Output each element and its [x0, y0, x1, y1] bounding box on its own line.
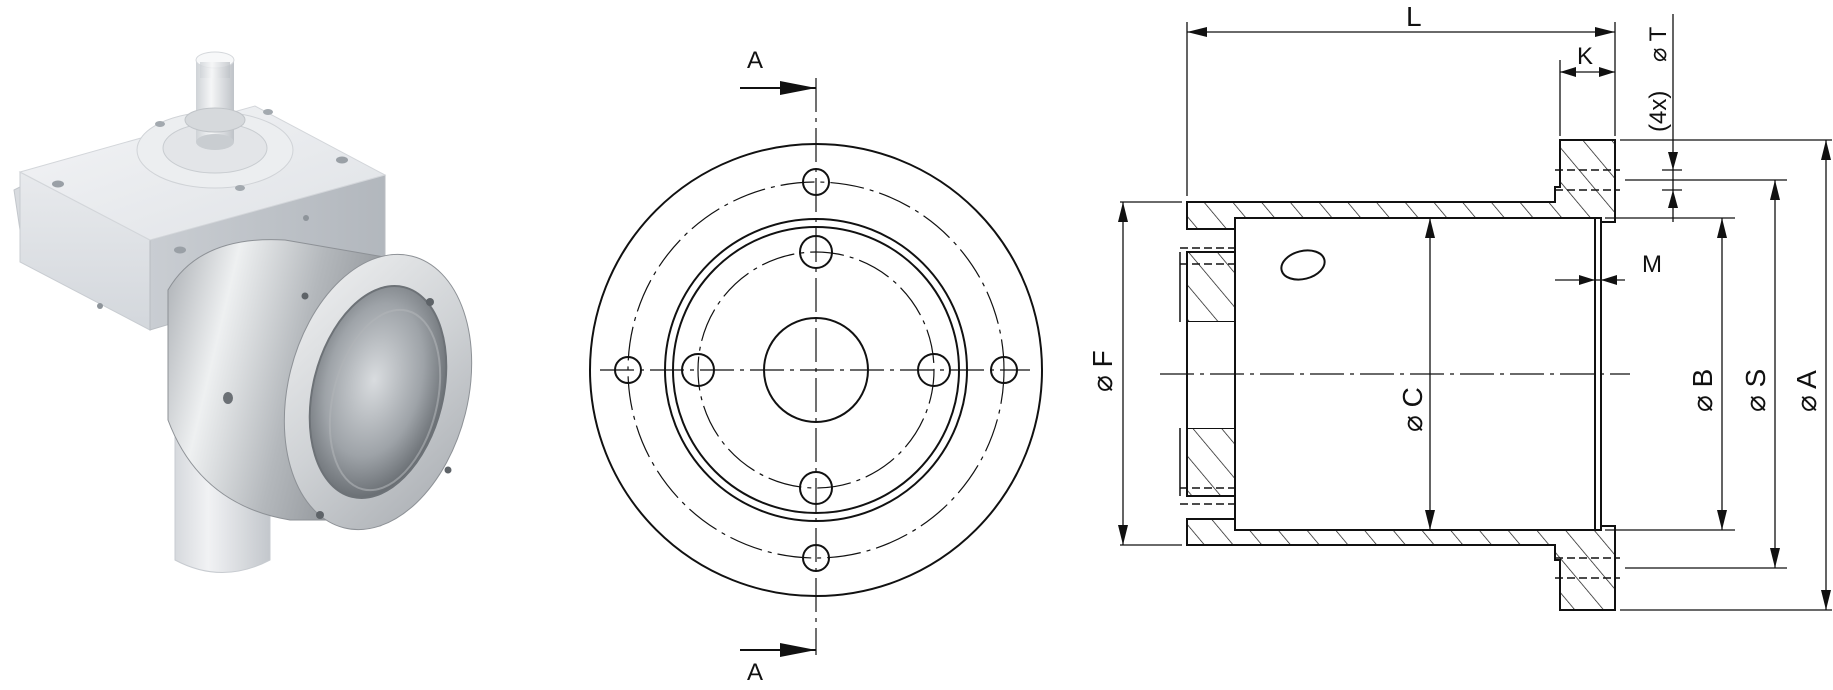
dim-label-B: ⌀ B — [1687, 369, 1718, 412]
section-wall-bottom — [1186, 518, 1616, 611]
gearbox-3d-render — [13, 51, 473, 573]
tube-side-hole — [223, 392, 233, 404]
dimension-lines — [1120, 14, 1832, 611]
section-arrow-top — [740, 81, 816, 95]
top-hole-5 — [155, 121, 165, 127]
dimension-arrowheads — [1118, 27, 1831, 610]
dim-label-M: M — [1642, 251, 1662, 278]
outer-bolt-circle — [627, 181, 1005, 559]
shaft-seal — [184, 107, 246, 133]
dim-label-K: K — [1577, 43, 1593, 70]
section-arrow-bottom — [740, 643, 816, 657]
inner-holes — [681, 235, 951, 505]
dim-label-T: ⌀ T — [1645, 26, 1672, 62]
slot-hole — [1280, 249, 1326, 281]
section-left-lower — [1186, 427, 1236, 497]
top-hole-4 — [235, 185, 245, 191]
dim-label-C: ⌀ C — [1397, 387, 1428, 432]
section-label-top: A — [747, 47, 763, 74]
inner-bolt-circle — [697, 251, 935, 489]
top-hole-1 — [52, 180, 64, 188]
flange-hole-4 — [444, 466, 452, 474]
side-hole-2 — [303, 215, 309, 221]
flange-hole-2 — [316, 511, 324, 519]
adapter-bore — [308, 285, 448, 499]
top-hole-3 — [336, 156, 348, 164]
input-shaft-base — [196, 134, 234, 150]
front-view-drawing — [589, 78, 1043, 657]
section-view-drawing — [1160, 139, 1630, 611]
dim-label-S: ⌀ S — [1740, 369, 1771, 412]
bore-highlight — [328, 308, 442, 492]
top-hole-6 — [263, 109, 273, 115]
section-left-upper — [1186, 251, 1236, 323]
dim-label-A: ⌀ A — [1791, 370, 1822, 412]
flange-hole-dashes — [1180, 169, 1620, 579]
spigot-ring-inner — [672, 226, 960, 514]
side-hole-1 — [97, 303, 103, 309]
dim-label-F: ⌀ F — [1087, 350, 1118, 392]
section-label-bottom: A — [747, 659, 763, 685]
section-wall-top — [1186, 139, 1616, 230]
dim-label-T-count: (4x) — [1645, 91, 1672, 132]
central-bore — [763, 317, 869, 423]
top-hole-2 — [174, 246, 186, 254]
flange-hole-3 — [301, 292, 309, 300]
spigot-ring-outer — [664, 218, 968, 522]
flange-outline — [589, 143, 1043, 597]
outer-holes — [614, 168, 1018, 572]
input-shaft-key — [200, 62, 230, 78]
flange-hole-1 — [426, 298, 434, 306]
dim-label-L: L — [1406, 1, 1422, 32]
